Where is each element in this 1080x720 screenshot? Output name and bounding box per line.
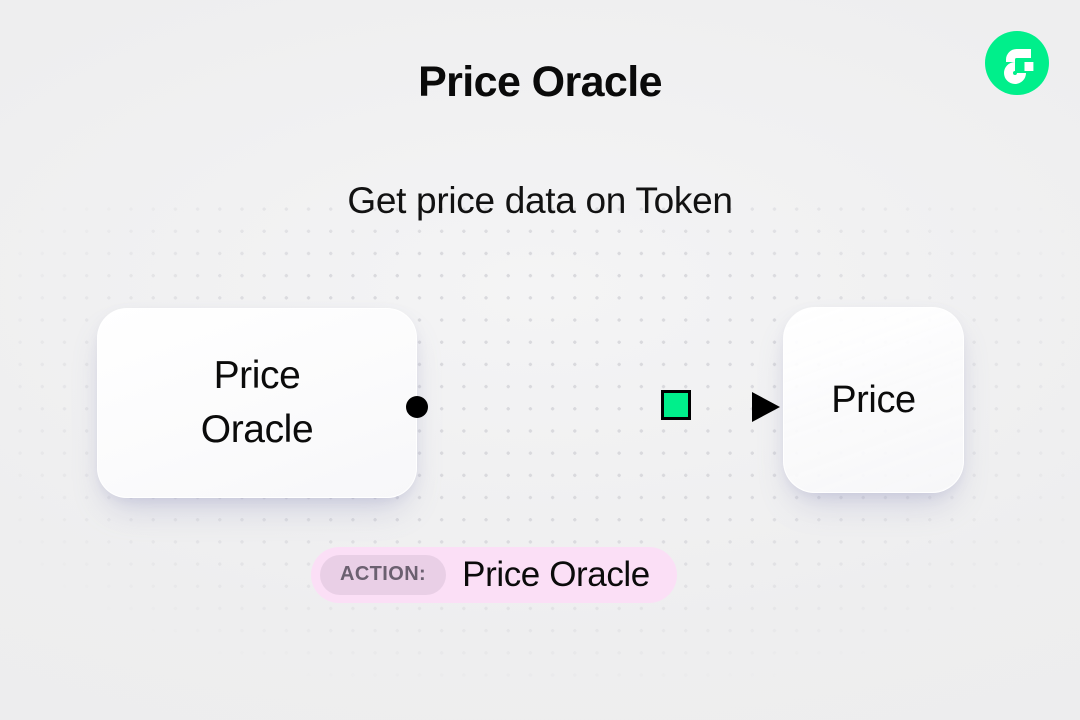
node-price-oracle-label: Price Oracle <box>200 354 314 451</box>
node-price-oracle[interactable]: Price Oracle <box>97 308 417 498</box>
action-badge-value: Price Oracle <box>462 555 650 594</box>
edge-green-marker[interactable] <box>661 390 691 420</box>
edge-price-oracle-to-price <box>400 380 800 436</box>
node-price[interactable]: Price <box>783 307 964 493</box>
flow-logo-icon <box>985 31 1049 95</box>
node-price-label: Price <box>831 378 916 421</box>
page-title: Price Oracle <box>418 58 662 106</box>
action-badge[interactable]: ACTION: Price Oracle <box>311 547 677 603</box>
page-subtitle: Get price data on Token <box>347 180 733 221</box>
edge-arrowhead <box>752 392 780 422</box>
action-badge-chip-label: ACTION: <box>320 555 447 595</box>
